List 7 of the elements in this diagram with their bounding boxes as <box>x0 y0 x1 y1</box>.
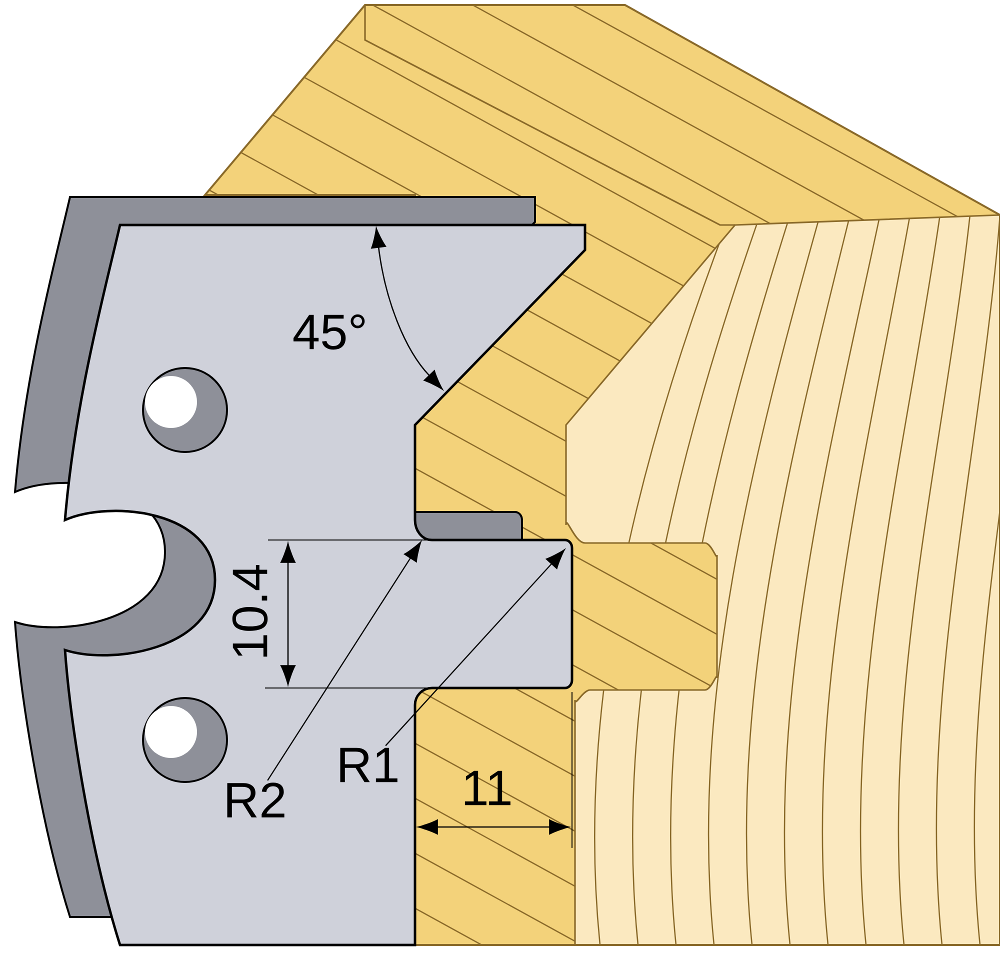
dimension-text: 10.4 <box>232 564 268 657</box>
leader-line <box>267 542 422 781</box>
dimension-text: R2 <box>227 782 284 818</box>
dimension-text: 45° <box>293 314 365 350</box>
dimension-text: R1 <box>340 748 398 782</box>
dimension-text: 11 <box>464 770 510 806</box>
leader-line <box>385 549 565 746</box>
